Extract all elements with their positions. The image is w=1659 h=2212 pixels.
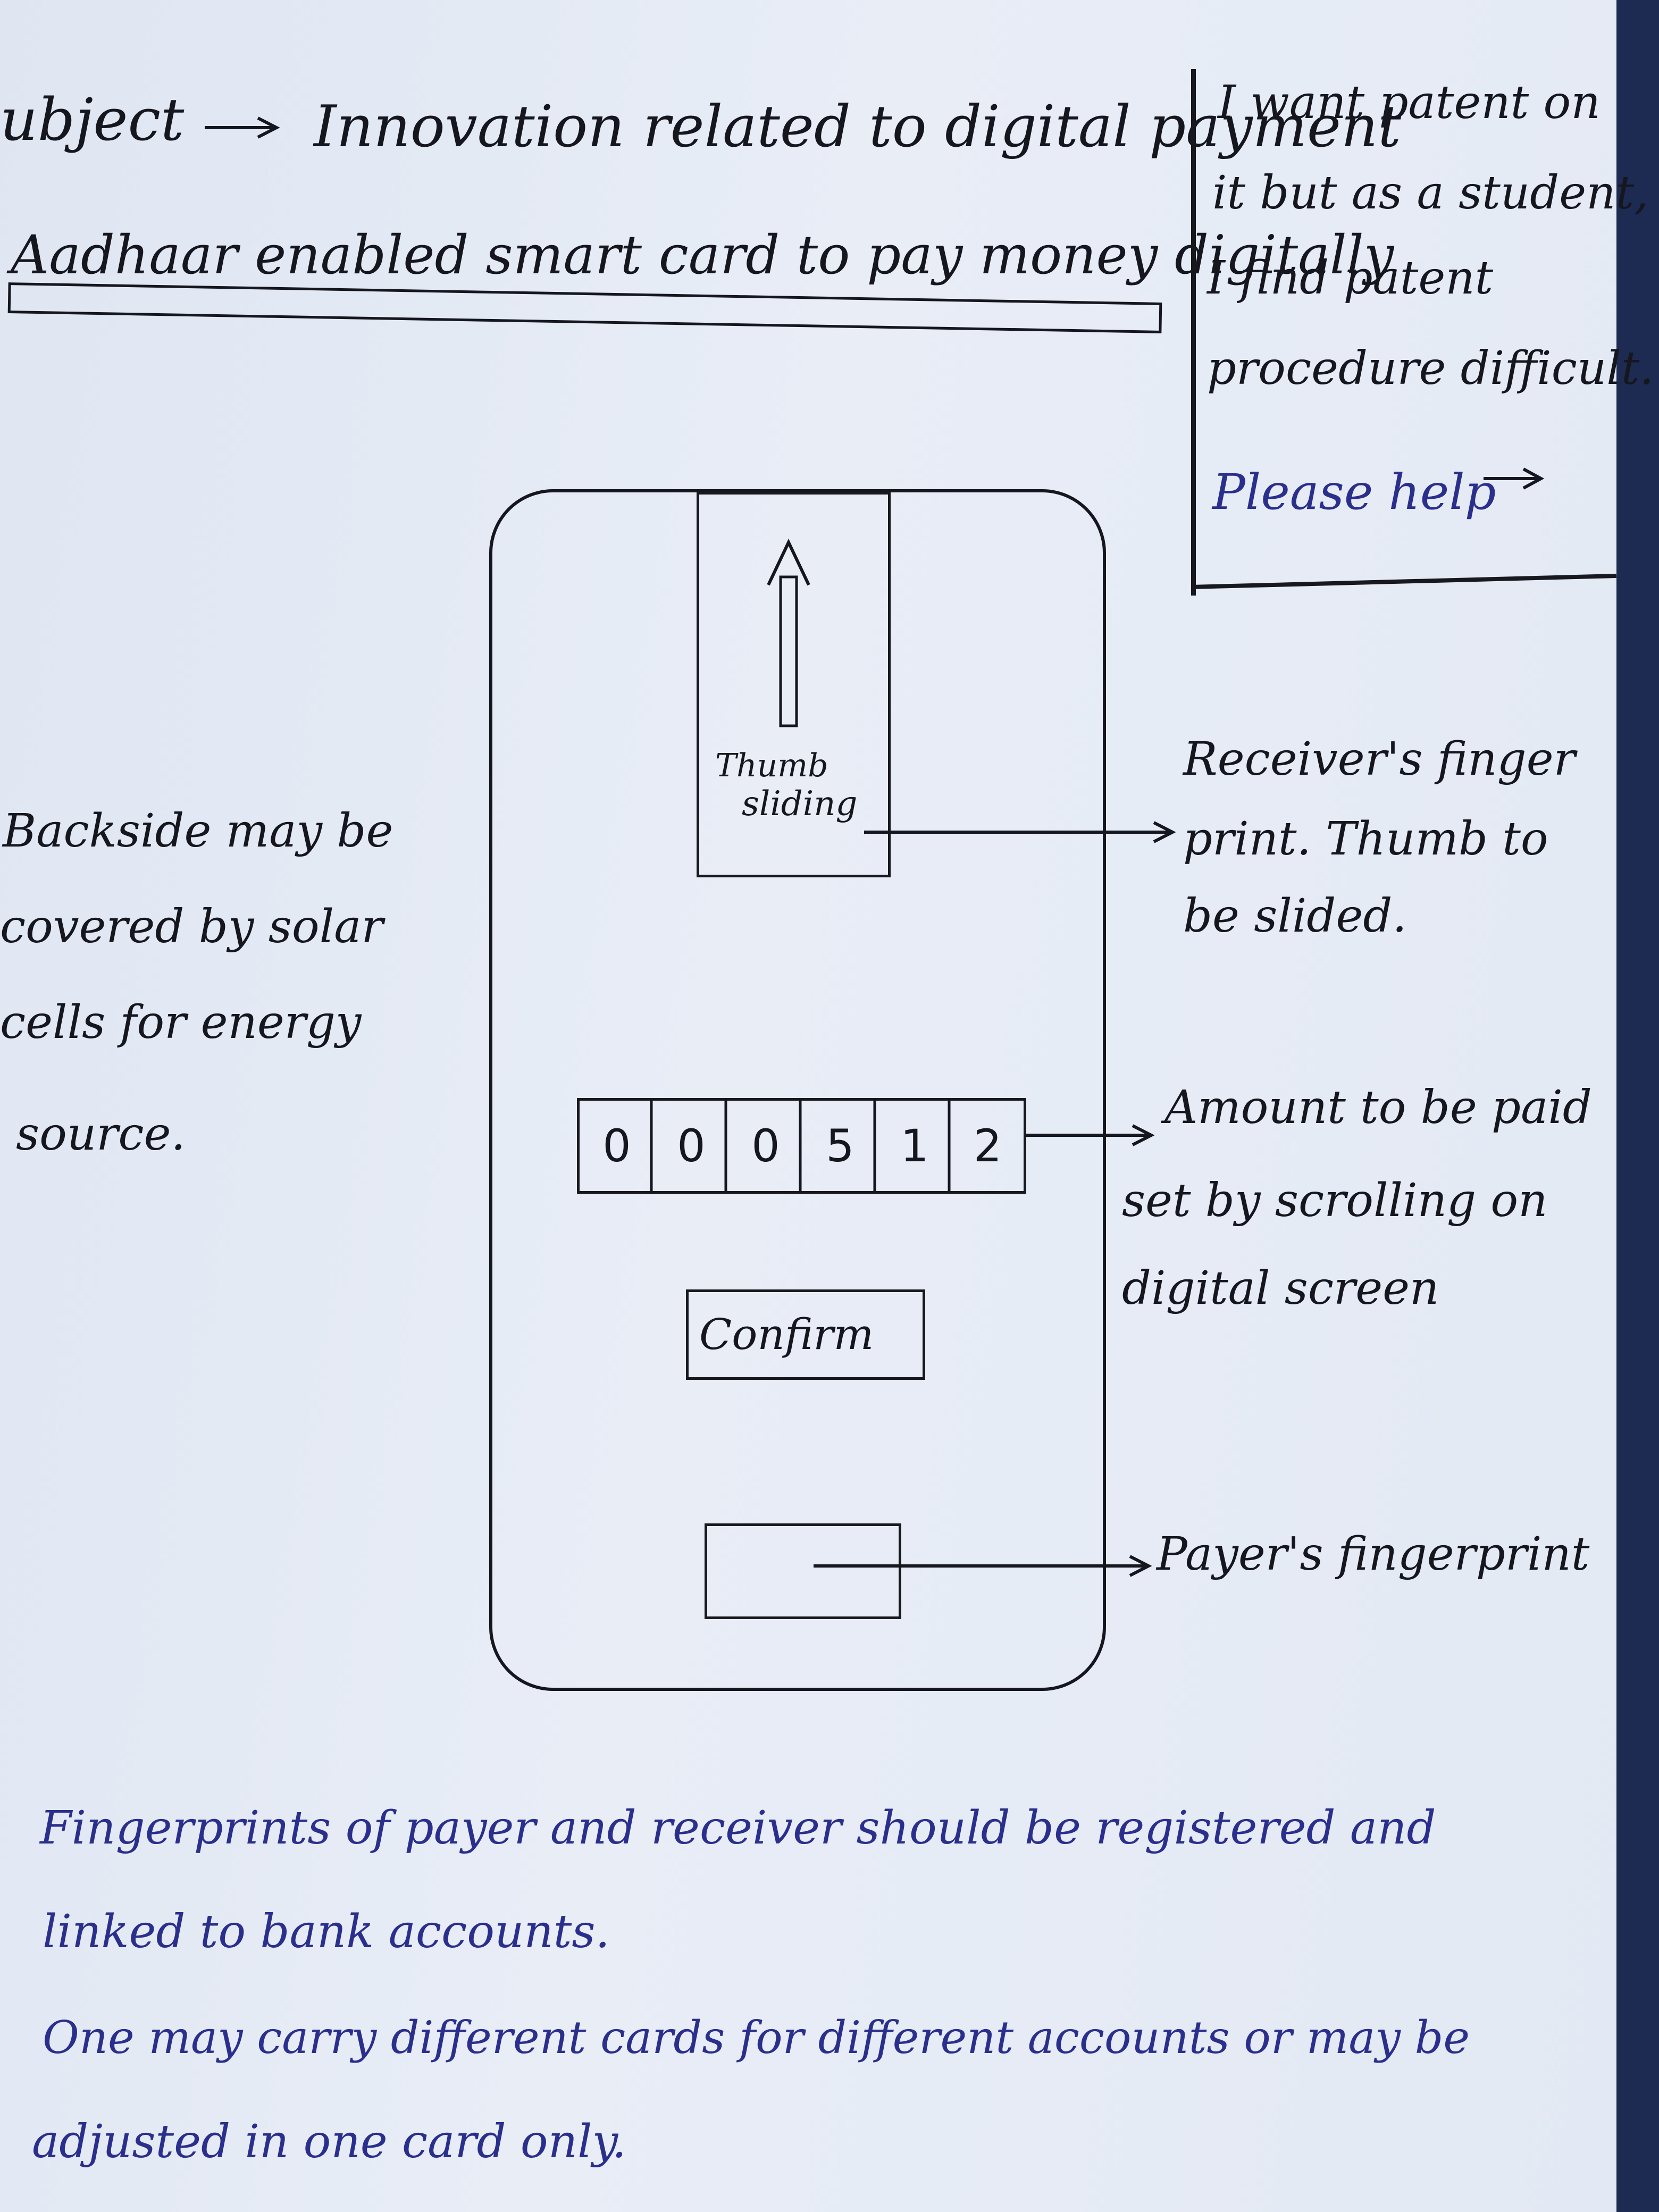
amount-digit[interactable]: 0 [751,1120,780,1172]
amount-digit[interactable]: 1 [900,1120,929,1172]
note-line-2: it but as a student, [1212,166,1649,220]
amount-digit[interactable]: 0 [602,1120,631,1172]
confirm-button[interactable]: Confirm [686,1289,925,1380]
amount-note-3: digital screen [1122,1262,1439,1315]
page-title: Aadhaar enabled smart card to pay money … [11,224,1394,286]
footer-line-2: linked to bank accounts. [43,1905,610,1958]
receiver-note-1: Receiver's finger [1183,733,1576,786]
footer-line-4: adjusted in one card only. [32,2115,627,2168]
backside-note-4: source. [16,1108,186,1161]
amount-digit[interactable]: 2 [973,1120,1002,1172]
backside-note-3: cells for energy [0,996,362,1049]
thumb-label: Thumb [715,747,828,784]
subject-label: ubject [0,86,185,154]
amount-digit[interactable]: 0 [677,1120,706,1172]
receiver-note-3: be slided. [1183,890,1407,943]
note-box-left-border [1191,69,1196,596]
confirm-label: Confirm [699,1310,874,1359]
amount-note-1: Amount to be paid [1164,1081,1592,1134]
receiver-fingerprint-slider[interactable] [697,492,891,877]
amount-note-2: set by scrolling on [1122,1174,1548,1227]
payer-fingerprint-sensor[interactable] [705,1523,901,1619]
footer-line-1: Fingerprints of payer and receiver shoul… [40,1802,1436,1855]
note-line-4: procedure difficult. [1207,342,1654,395]
smart-card [489,489,1106,1691]
paper-sheet [0,0,1616,2212]
subject-text: Innovation related to digital payment [314,94,1401,160]
note-line-3: I find patent [1207,252,1494,305]
note-line-1: I want patent on [1218,76,1601,129]
backside-note-1: Backside may be [3,805,393,858]
sliding-label: sliding [742,784,858,824]
amount-digit[interactable]: 5 [826,1120,854,1172]
payer-note: Payer's fingerprint [1157,1528,1590,1581]
note-line-5: Please help [1212,464,1496,521]
footer-line-3: One may carry different cards for differ… [43,2012,1470,2064]
receiver-note-2: print. Thumb to [1183,812,1548,866]
backside-note-2: covered by solar [0,900,383,953]
